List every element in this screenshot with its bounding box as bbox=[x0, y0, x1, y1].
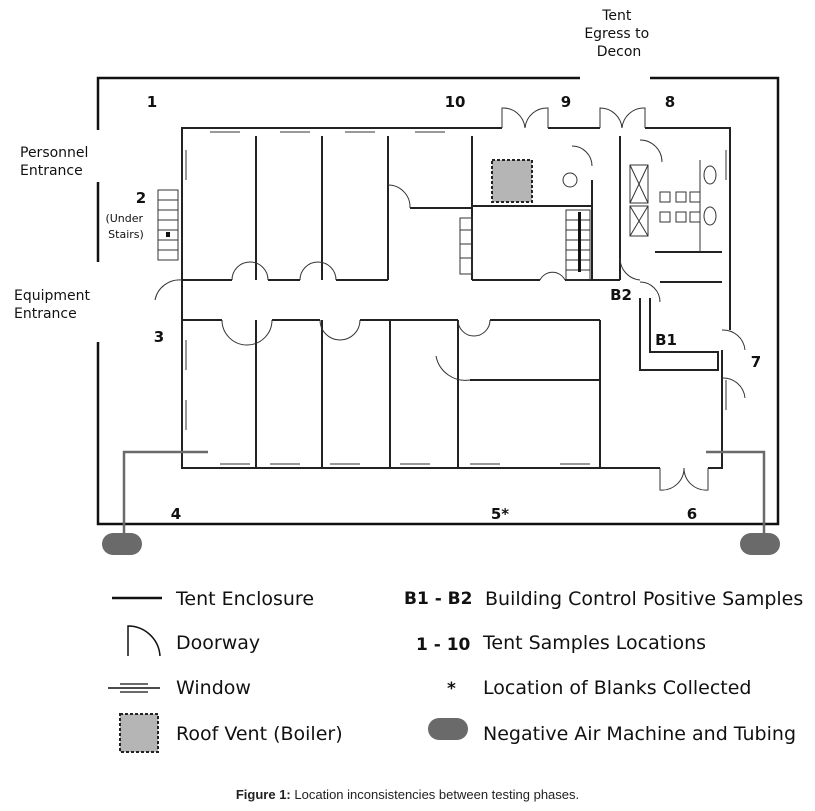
negative-air-machine-icon bbox=[428, 718, 468, 740]
legend-star: * bbox=[447, 679, 456, 699]
legend-tent-enclosure: Tent Enclosure bbox=[175, 588, 314, 610]
roof-vent bbox=[491, 159, 533, 203]
caption-text: Location inconsistencies between testing… bbox=[290, 787, 580, 802]
personnel-entrance-label: Personnel Entrance bbox=[20, 145, 93, 179]
building-walls bbox=[181, 127, 731, 469]
caption-label: Figure 1: bbox=[235, 787, 291, 802]
control-b1: B1 bbox=[655, 331, 677, 349]
under-stairs-label: (Under Stairs) bbox=[105, 212, 146, 241]
legend-n-range: 1 - 10 bbox=[416, 635, 471, 655]
legend-machine-desc: Negative Air Machine and Tubing bbox=[483, 723, 796, 745]
legend-doorway: Doorway bbox=[176, 632, 260, 654]
location-9: 9 bbox=[561, 93, 571, 111]
negative-air-machine-right bbox=[740, 533, 780, 555]
window-icon bbox=[108, 683, 160, 693]
tent-egress-label: Tent Egress to Decon bbox=[584, 8, 653, 60]
legend: Tent Enclosure Doorway Window Roof Vent … bbox=[108, 588, 803, 753]
interior-walls bbox=[182, 136, 722, 468]
location-5: 5* bbox=[491, 505, 509, 523]
location-2: 2 bbox=[136, 189, 146, 207]
figure-caption: Figure 1: Location inconsistencies betwe… bbox=[0, 787, 815, 802]
location-6: 6 bbox=[687, 505, 697, 523]
legend-star-desc: Location of Blanks Collected bbox=[483, 677, 751, 699]
location-7: 7 bbox=[751, 353, 761, 371]
legend-roof-vent: Roof Vent (Boiler) bbox=[176, 723, 343, 745]
location-3: 3 bbox=[154, 328, 164, 346]
stairs bbox=[157, 172, 591, 281]
doorway-icon bbox=[127, 625, 161, 657]
location-1: 1 bbox=[147, 93, 157, 111]
restroom-fixtures bbox=[629, 160, 717, 252]
legend-b-range: B1 - B2 bbox=[404, 589, 472, 609]
legend-n-desc: Tent Samples Locations bbox=[482, 632, 706, 654]
negative-air-machines bbox=[102, 450, 780, 555]
legend-window: Window bbox=[176, 677, 251, 699]
door-arcs bbox=[154, 107, 746, 491]
window-marks bbox=[185, 131, 727, 465]
roof-vent-icon bbox=[119, 713, 159, 753]
location-10: 10 bbox=[445, 93, 466, 111]
floor-plan-diagram: Tent Egress to Decon Personnel Entrance … bbox=[14, 8, 803, 753]
control-b2: B2 bbox=[610, 286, 632, 304]
negative-air-machine-left bbox=[102, 533, 142, 555]
location-4: 4 bbox=[171, 505, 181, 523]
equipment-entrance-label: Equipment Entrance bbox=[14, 288, 94, 322]
location-8: 8 bbox=[665, 93, 675, 111]
legend-b-desc: Building Control Positive Samples bbox=[485, 588, 803, 610]
tent-enclosure bbox=[96, 76, 780, 526]
